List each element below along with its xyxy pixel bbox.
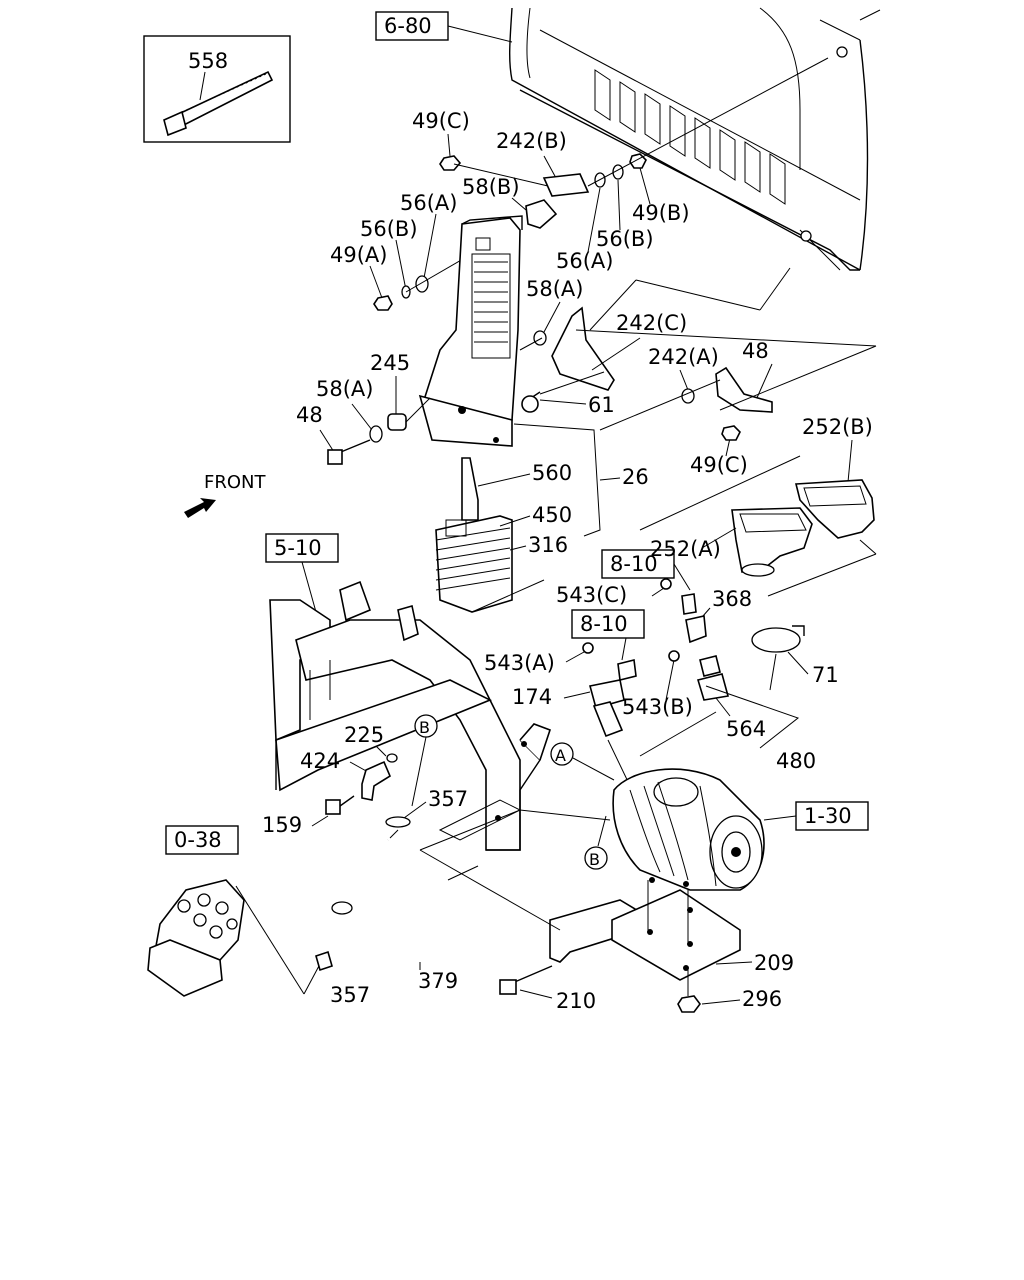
cab-panel	[508, 7, 881, 271]
callout-159: 159	[262, 813, 302, 837]
callout-56A-right: 56(A)	[556, 249, 613, 273]
ref-box-6-80: 6-80	[375, 11, 513, 43]
callout-368: 368	[712, 587, 752, 611]
front-label: FRONT	[204, 472, 266, 493]
callout-543C: 543(C)	[556, 583, 627, 607]
ref-5-10-label: 5-10	[274, 536, 322, 560]
callout-379: 379	[418, 969, 458, 993]
callout-480: 480	[776, 749, 816, 773]
svg-text:B: B	[419, 718, 430, 737]
callout-49A: 49(A)	[330, 243, 387, 267]
callout-564: 564	[726, 717, 766, 741]
svg-text:A: A	[555, 746, 566, 765]
circle-markers: B A B	[411, 714, 615, 870]
callout-48-text: 48	[296, 403, 323, 427]
callout-49B: 49(B)	[632, 201, 690, 225]
ref-0-38-label: 0-38	[174, 828, 222, 852]
callout-56A-left: 56(A)	[400, 191, 457, 215]
callout-58A-top: 58(A)	[526, 277, 583, 301]
callout-543A: 543(A)	[484, 651, 555, 675]
callout-543B: 543(B)	[622, 695, 693, 719]
frame-5-10: 5-10	[265, 533, 611, 881]
callout-58A-right: 242(A)	[648, 345, 719, 369]
callout-357-top: 357	[428, 787, 468, 811]
front-indicator: FRONT	[184, 472, 266, 518]
fastener-group-left: 245 58(A) 48 48	[296, 351, 431, 465]
ref-1-30-label: 1-30	[804, 804, 852, 828]
callout-174: 174	[512, 685, 552, 709]
compressor-0-38: 0-38 357	[147, 825, 370, 1007]
callout-225: 225	[344, 723, 384, 747]
callout-56B-left: 56(B)	[360, 217, 418, 241]
callout-56B-right: 56(B)	[596, 227, 654, 251]
ref-8-10-a-label: 8-10	[610, 552, 658, 576]
callout-242A: 48	[742, 339, 769, 363]
callout-316: 316	[528, 533, 568, 557]
duct-252: 252(B) 252(A) 71	[639, 415, 877, 691]
svg-text:B: B	[589, 850, 600, 869]
callout-242B: 242(B)	[496, 129, 567, 153]
callout-357-bottom: 357	[330, 983, 370, 1007]
callout-242C: 242(C)	[616, 311, 687, 335]
callout-210: 210	[556, 989, 596, 1013]
callout-252B: 252(B)	[802, 415, 873, 439]
callout-58B: 58(B)	[462, 175, 520, 199]
bellows-316: 560 26 450 316	[435, 423, 649, 613]
bracket-242A: 242(A) 48 49(C)	[575, 267, 877, 477]
callout-49C-top: 49(C)	[412, 109, 470, 133]
callout-252A: 252(A)	[650, 537, 721, 561]
marker-B-bottom	[584, 846, 608, 870]
callout-209: 209	[754, 951, 794, 975]
callout-49C-right: 49(C)	[690, 453, 748, 477]
callout-61: 61	[588, 393, 615, 417]
callout-58A-left: 58(A)	[316, 377, 373, 401]
bracket-209: 209 210 296	[419, 849, 794, 1013]
sensor-group: 8-10 543(C) 368 8-10 543(A) 174 543(B) 5…	[484, 549, 816, 791]
marker-A-mid	[550, 742, 574, 766]
callout-424: 424	[300, 749, 340, 773]
intake-duct	[418, 215, 523, 447]
callout-560: 560	[532, 461, 572, 485]
ref-6-80-label: 6-80	[384, 14, 432, 38]
ref-8-10-b-label: 8-10	[580, 612, 628, 636]
callout-71: 71	[812, 663, 839, 687]
inset-box-558: 558	[143, 35, 291, 143]
callout-296: 296	[742, 987, 782, 1011]
upper-fasteners: 49(C) 242(B) 58(B) 49(B) 56(B) 56(A) 56(…	[330, 57, 829, 311]
bracket-242C: 58(A) 242(C) 61	[519, 277, 687, 417]
callout-450: 450	[532, 503, 572, 527]
air-cleaner-1-30: 1-30	[612, 768, 869, 891]
part-label-558: 558	[188, 49, 228, 73]
callout-245: 245	[370, 351, 410, 375]
hose-group: 225 424 159 357 379	[262, 723, 468, 993]
callout-26: 26	[622, 465, 649, 489]
